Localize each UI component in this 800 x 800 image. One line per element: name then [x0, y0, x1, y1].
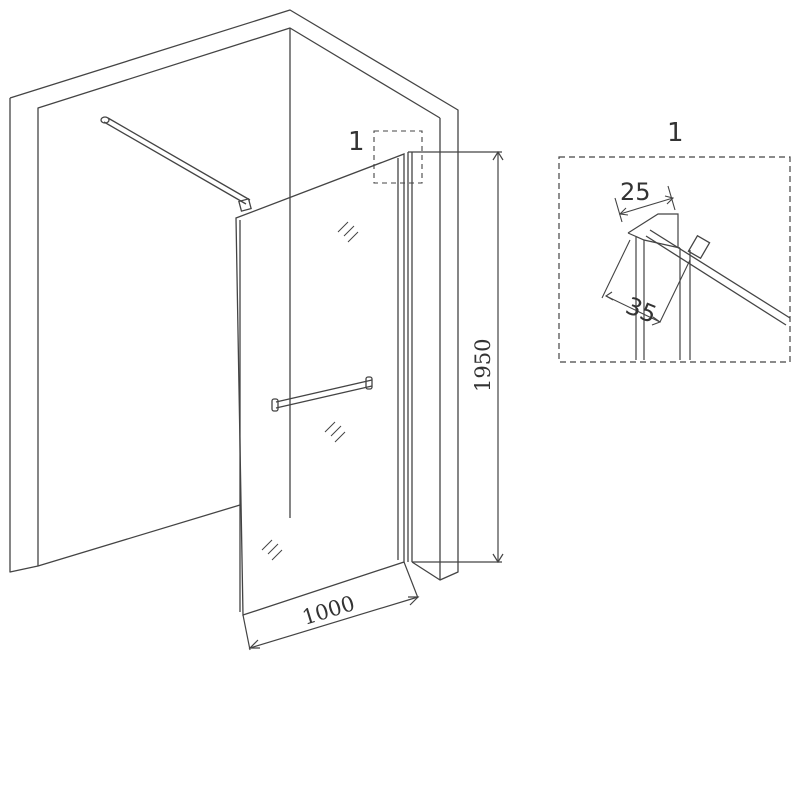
detail-marker-box: 1 [348, 127, 423, 184]
detail-top-value: 25 [620, 178, 651, 206]
back-wall-outline [9, 9, 459, 581]
detail-stabiliser-bar [645, 229, 791, 326]
detail-title: 1 [667, 118, 684, 148]
detail-top-dimension: 25 [614, 178, 676, 223]
height-dimension: 1950 [408, 150, 504, 564]
detail-frame [558, 156, 791, 363]
detail-wall-profile [627, 213, 691, 360]
detail-view: 1 25 35 [558, 118, 791, 363]
height-value: 1950 [471, 339, 495, 392]
wall-profile [397, 152, 409, 562]
detail-depth-dimension: 35 [601, 239, 691, 329]
towel-rail [271, 376, 373, 412]
floor-line [37, 504, 241, 567]
wall [9, 9, 459, 581]
glass-outline [235, 153, 405, 616]
glass-panel [235, 152, 409, 616]
reflection-marks [261, 221, 359, 561]
detail-marker-number: 1 [348, 127, 365, 157]
back-wall-face [9, 27, 441, 573]
stabiliser-bar [100, 116, 252, 212]
